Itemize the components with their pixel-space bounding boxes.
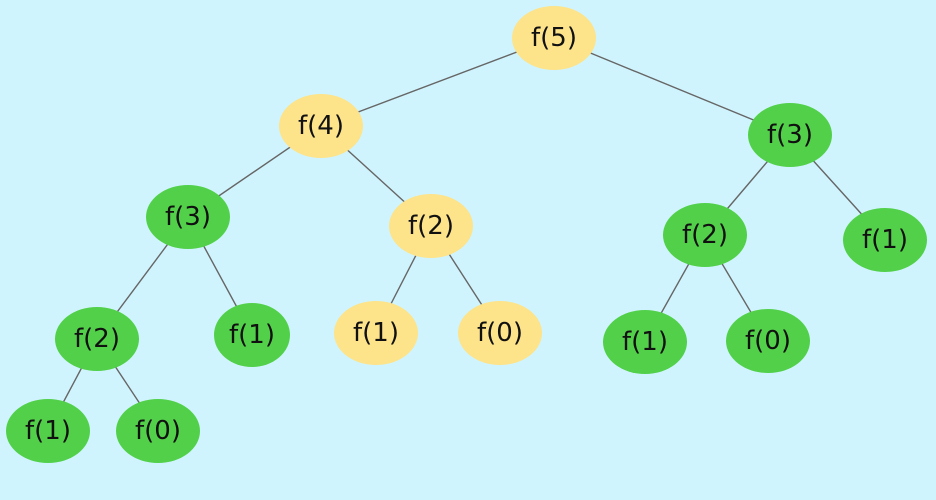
tree-node-f2-green: f(2) (55, 307, 139, 371)
tree-node-f1-green: f(1) (6, 399, 90, 463)
tree-node-f0-green: f(0) (726, 309, 810, 373)
tree-edge-n0-n3 (553, 37, 791, 136)
tree-edge-n0-n1 (320, 37, 555, 127)
tree-node-f3-green: f(3) (146, 185, 230, 249)
tree-node-f0-yellow: f(0) (458, 301, 542, 365)
tree-node-f1-green: f(1) (214, 303, 290, 367)
tree-node-f4-yellow: f(4) (279, 94, 363, 158)
tree-node-f1-green: f(1) (843, 208, 927, 272)
tree-node-f2-green: f(2) (663, 203, 747, 267)
tree-node-f2-yellow: f(2) (389, 194, 473, 258)
tree-node-f1-yellow: f(1) (334, 301, 418, 365)
tree-node-f1-green: f(1) (603, 310, 687, 374)
tree-node-f3-green: f(3) (748, 103, 832, 167)
tree-node-f0-green: f(0) (116, 399, 200, 463)
tree-node-f5-yellow: f(5) (512, 6, 596, 70)
